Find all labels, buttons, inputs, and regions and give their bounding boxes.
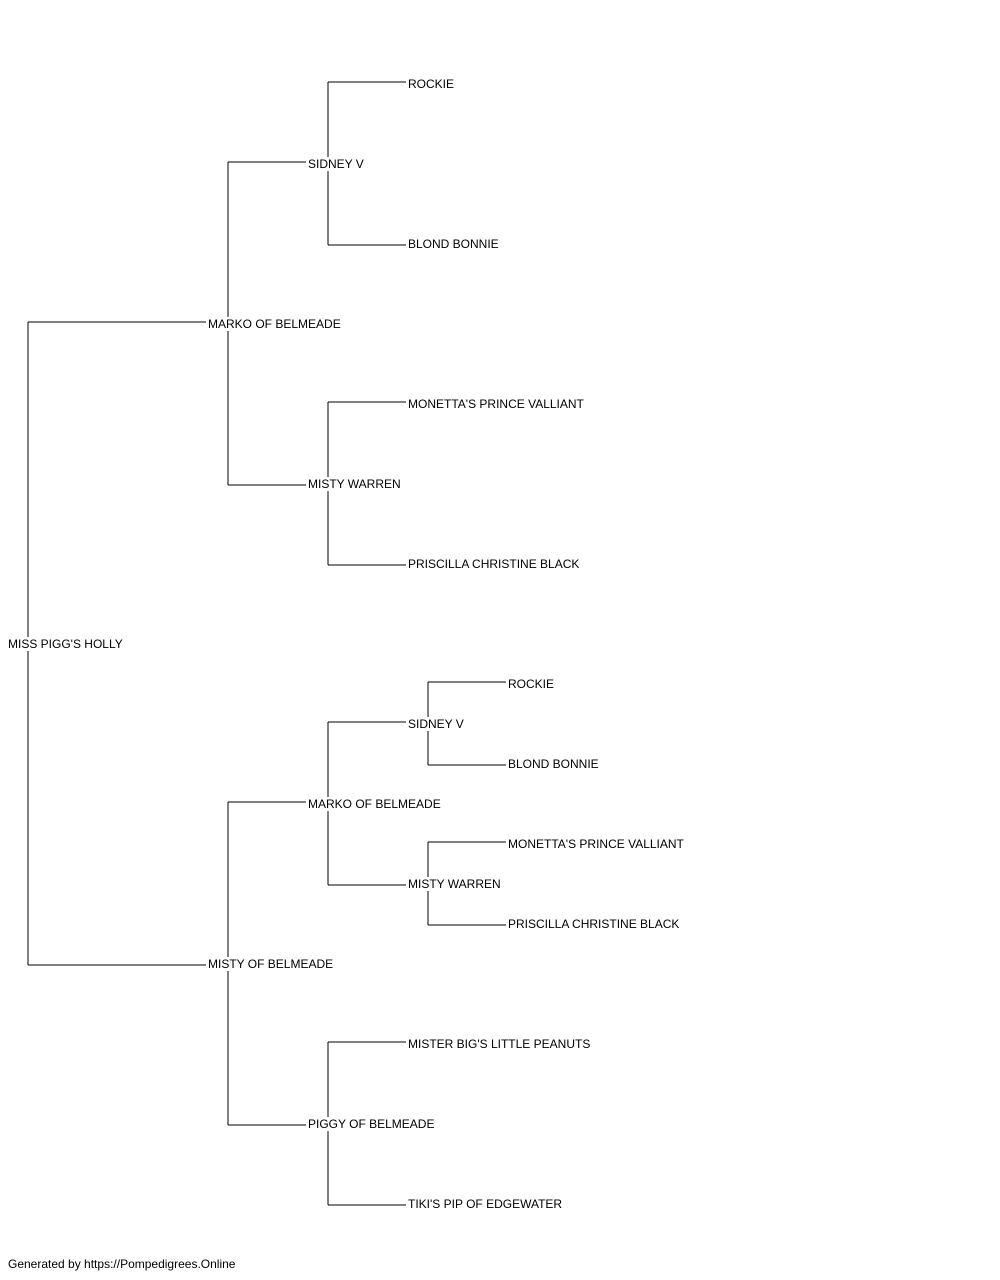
pedigree-sire-sire-name: SIDNEY V bbox=[308, 157, 366, 171]
pedigree-sire-dam-sire-name: MONETTA'S PRINCE VALLIANT bbox=[408, 397, 586, 411]
pedigree-dam-sire-sire-name: SIDNEY V bbox=[408, 717, 466, 731]
pedigree-sire-dam-name: MISTY WARREN bbox=[308, 477, 403, 491]
pedigree-sire-name: MARKO OF BELMEADE bbox=[208, 317, 343, 331]
generated-by-footer: Generated by https://Pompedigrees.Online bbox=[8, 1257, 236, 1271]
pedigree-sire-sire-sire-name: ROCKIE bbox=[408, 77, 457, 91]
pedigree-root-name: MISS PIGG'S HOLLY bbox=[8, 637, 125, 651]
pedigree-dam-sire-sire-sire-name: ROCKIE bbox=[508, 677, 557, 691]
pedigree-dam-sire-sire-dam-name: BLOND BONNIE bbox=[508, 757, 601, 771]
pedigree-dam-dam-dam-name: TIKI'S PIP OF EDGEWATER bbox=[408, 1197, 565, 1211]
pedigree-dam-sire-name: MARKO OF BELMEADE bbox=[308, 797, 443, 811]
pedigree-dam-name: MISTY OF BELMEADE bbox=[208, 957, 336, 971]
pedigree-sire-sire-dam-name: BLOND BONNIE bbox=[408, 237, 501, 251]
pedigree-dam-dam-name: PIGGY OF BELMEADE bbox=[308, 1117, 437, 1131]
pedigree-dam-dam-sire-name: MISTER BIG'S LITTLE PEANUTS bbox=[408, 1037, 593, 1051]
pedigree-dam-sire-dam-sire-name: MONETTA'S PRINCE VALLIANT bbox=[508, 837, 686, 851]
pedigree-sire-dam-dam-name: PRISCILLA CHRISTINE BLACK bbox=[408, 557, 582, 571]
pedigree-dam-sire-dam-dam-name: PRISCILLA CHRISTINE BLACK bbox=[508, 917, 682, 931]
pedigree-dam-sire-dam-name: MISTY WARREN bbox=[408, 877, 503, 891]
